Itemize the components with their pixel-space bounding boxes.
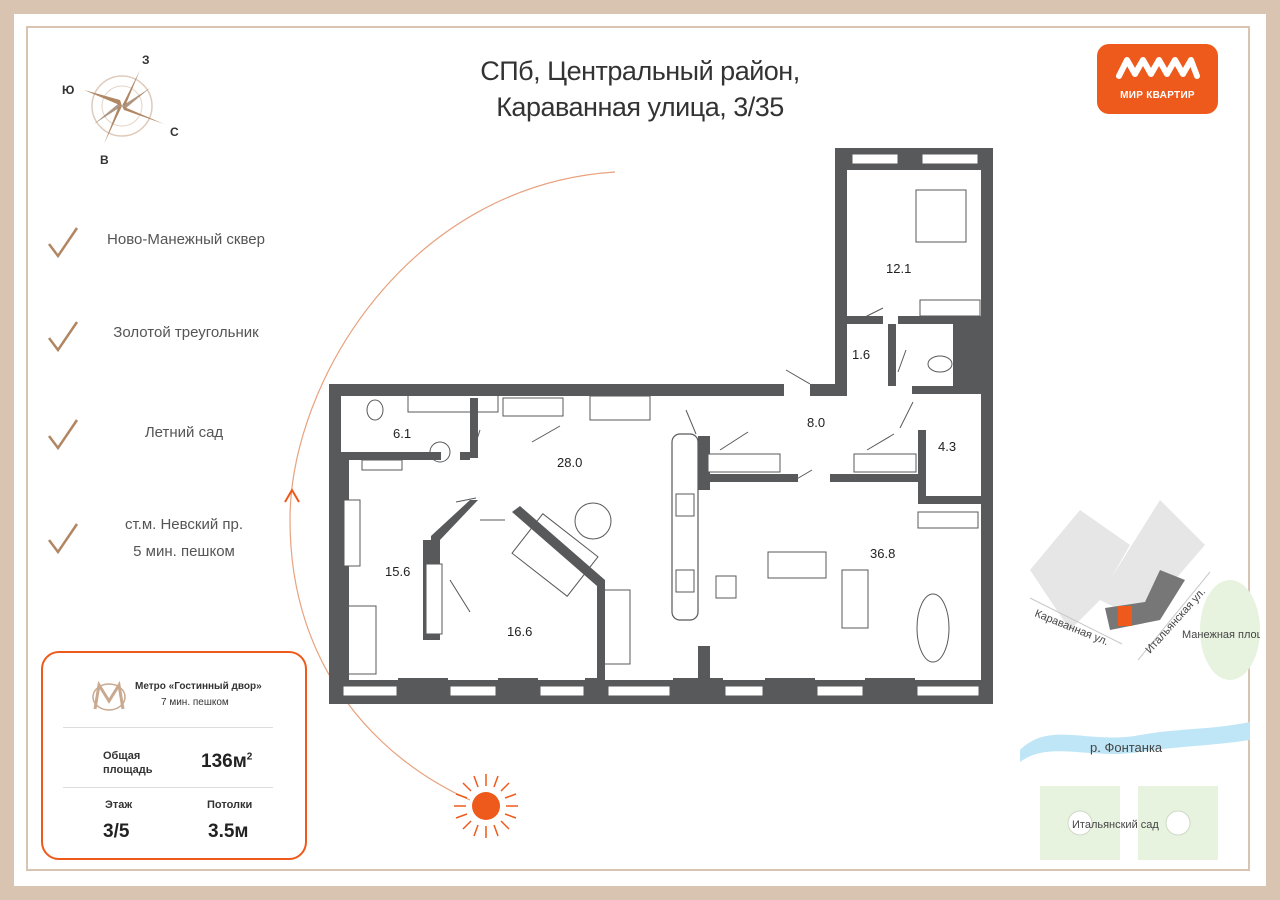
room-area-label: 15.6 (385, 564, 410, 579)
room-area-label: 8.0 (807, 415, 825, 430)
wall (918, 430, 926, 500)
sun-path (284, 171, 616, 801)
room-area-label: 4.3 (938, 439, 956, 454)
wall (470, 398, 478, 458)
wall (888, 324, 896, 386)
amenity-label: Ново-Манежный сквер (107, 231, 265, 248)
compass-south: В (100, 153, 109, 167)
map-square-label: Манежная площадь (1182, 629, 1260, 641)
room-area-label: 36.8 (870, 546, 895, 561)
room-area-label: 1.6 (852, 347, 870, 362)
amenity-label: ст.м. Невский пр. (124, 516, 244, 533)
area-value: 136м2 (201, 751, 253, 772)
wall (981, 148, 993, 704)
map-river-label: р. Фонтанка (1090, 740, 1163, 755)
ceiling-label: Потолки (207, 799, 253, 811)
wall (329, 384, 341, 702)
address-line-2: Караванная улица, 3/35 (496, 92, 784, 122)
room-area-label: 28.0 (557, 455, 582, 470)
wall (698, 474, 798, 482)
compass-east: С (170, 125, 179, 139)
divider (63, 787, 273, 788)
floor-label: Этаж (105, 799, 133, 811)
location-map: Караванная ул. Итальянская ул. Манежная … (1020, 500, 1260, 860)
wall (830, 474, 920, 482)
area-label: Общая (103, 750, 141, 762)
check-icon (48, 321, 79, 353)
amenity-label: Летний сад (144, 424, 224, 441)
wall (912, 386, 981, 394)
logo-text: МИР КВАРТИР (1120, 90, 1195, 101)
wall (698, 646, 710, 686)
wall (329, 384, 784, 396)
compass-rose-icon: З Ю С В (62, 53, 179, 167)
divider (63, 727, 273, 728)
wall (341, 460, 349, 684)
amenity-sublabel: 5 мин. пешком (133, 543, 235, 560)
inner-border (26, 26, 1250, 871)
floor-value: 3/5 (103, 821, 130, 842)
metro-logo-icon (92, 681, 126, 711)
wall (431, 500, 478, 640)
brand-logo: МИР КВАРТИР (1097, 44, 1218, 114)
check-icon (48, 419, 79, 451)
wall (460, 452, 470, 460)
amenity-label: Золотой треугольник (113, 324, 259, 341)
wall (898, 316, 981, 324)
wall (835, 148, 847, 388)
metro-walk-time: 7 мин. пешком (161, 697, 229, 708)
area-label: площадь (103, 764, 153, 776)
wall (341, 452, 441, 460)
floor-plan: 12.1 1.6 8.0 4.3 6.1 28.0 15.6 16.6 36.8 (329, 148, 993, 704)
logo-mark-icon (1116, 57, 1200, 79)
wall (918, 496, 981, 504)
map-garden-label: Итальянский сад (1072, 819, 1159, 831)
compass-north: З (142, 53, 150, 67)
check-icon (48, 227, 79, 259)
wall (810, 384, 847, 396)
check-icon (48, 523, 79, 555)
room-area-label: 6.1 (393, 426, 411, 441)
sun-icon (454, 774, 518, 838)
wall (512, 506, 605, 680)
compass-west: Ю (62, 83, 74, 97)
metro-station: Метро «Гостинный двор» (135, 681, 262, 692)
room-area-label: 16.6 (507, 624, 532, 639)
ceiling-value: 3.5м (208, 821, 249, 842)
room-area-label: 12.1 (886, 261, 911, 276)
address-line-1: СПб, Центральный район, (480, 56, 800, 86)
wall (847, 316, 883, 324)
wall (953, 324, 981, 386)
info-card: Метро «Гостинный двор» 7 мин. пешком Общ… (41, 651, 307, 860)
